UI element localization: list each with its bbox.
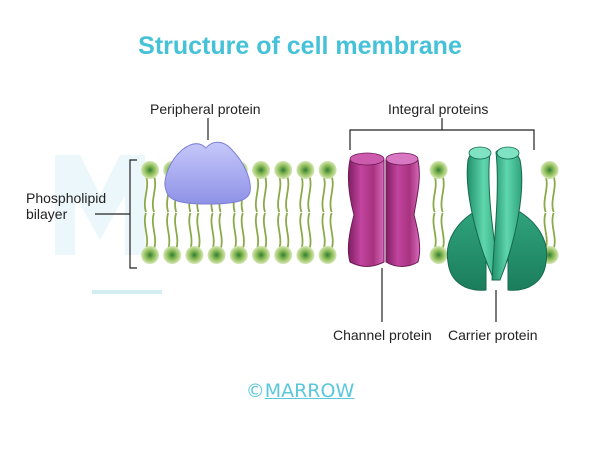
lipid-tail: [262, 212, 268, 250]
lipid-head: [429, 246, 448, 264]
lipid-tail: [277, 212, 282, 250]
lipid-tail: [232, 212, 237, 250]
carrier-protein-shape: [446, 146, 548, 291]
lipid-head: [318, 246, 337, 264]
lipid-tail: [432, 175, 437, 213]
lipid-tail: [143, 212, 149, 250]
lipid-head: [141, 161, 159, 179]
lipid-tail: [285, 212, 290, 250]
diagram-title: Structure of cell membrane: [138, 32, 462, 60]
lipid-tail: [151, 175, 157, 213]
carrier-protein-label: Carrier protein: [448, 327, 538, 343]
lipid-tail: [551, 175, 556, 213]
lipid-tail: [307, 175, 312, 213]
lipid-tail: [307, 212, 312, 250]
integral-proteins-label: Integral proteins: [388, 101, 489, 117]
lipid-tail: [299, 212, 304, 250]
lipid-tail: [321, 212, 326, 250]
lipid-head: [429, 161, 448, 179]
lipid-head: [296, 161, 315, 179]
lipid-tail: [277, 175, 282, 213]
background-watermark: [55, 155, 162, 294]
lipid-tail: [210, 212, 215, 250]
lipid-head: [296, 246, 315, 264]
brand-name: MARROW: [264, 380, 355, 402]
channel-protein-shape: [347, 152, 421, 267]
lipid-head: [252, 161, 270, 179]
lipid-tail: [329, 175, 334, 213]
lipid-tail: [321, 175, 326, 213]
lipid-head: [274, 161, 293, 179]
lipid-tail: [174, 212, 179, 250]
lipid-tail: [440, 212, 445, 250]
lipid-tail: [143, 175, 149, 213]
marrow-logo: ©MARROW: [0, 380, 600, 402]
lipid-tail: [240, 212, 245, 250]
lipid-tail: [551, 212, 556, 250]
lipid-head: [318, 161, 337, 179]
lipid-tail: [440, 175, 445, 213]
lipid-head: [163, 246, 182, 264]
lipid-tail: [285, 175, 290, 213]
lipid-tail: [299, 175, 304, 213]
lipid-head: [141, 246, 159, 264]
phospholipid-label-line1: Phospholipid: [26, 190, 107, 206]
lipid-tail: [432, 212, 437, 250]
lipid-tail: [188, 212, 193, 250]
lipid-tail: [218, 212, 223, 250]
channel-protein-label: Channel protein: [333, 327, 432, 343]
lipid-head: [185, 246, 204, 264]
lipid-tails-bottom-layer: [143, 212, 556, 250]
lipid-head: [207, 246, 226, 264]
annotation-lines: [95, 118, 535, 322]
phospholipid-label-line2: bilayer: [26, 206, 68, 222]
lipid-tail: [254, 212, 260, 250]
peripheral-protein-shape: [164, 141, 251, 205]
lipid-tail: [262, 175, 268, 213]
lipid-tail: [196, 212, 201, 250]
lipid-head: [540, 161, 559, 179]
lipid-tail: [166, 212, 171, 250]
lipid-heads-bottom-layer: [141, 246, 559, 264]
lipid-tail: [329, 212, 334, 250]
lipid-tail: [254, 175, 260, 213]
peripheral-protein-label: Peripheral protein: [150, 101, 261, 117]
lipid-head: [274, 246, 293, 264]
lipid-tails-top-layer: [143, 175, 556, 213]
lipid-tail: [543, 175, 548, 213]
lipid-tail: [151, 212, 157, 250]
lipid-head: [252, 246, 270, 264]
lipid-head: [229, 246, 248, 264]
copyright-symbol: ©: [245, 380, 265, 402]
